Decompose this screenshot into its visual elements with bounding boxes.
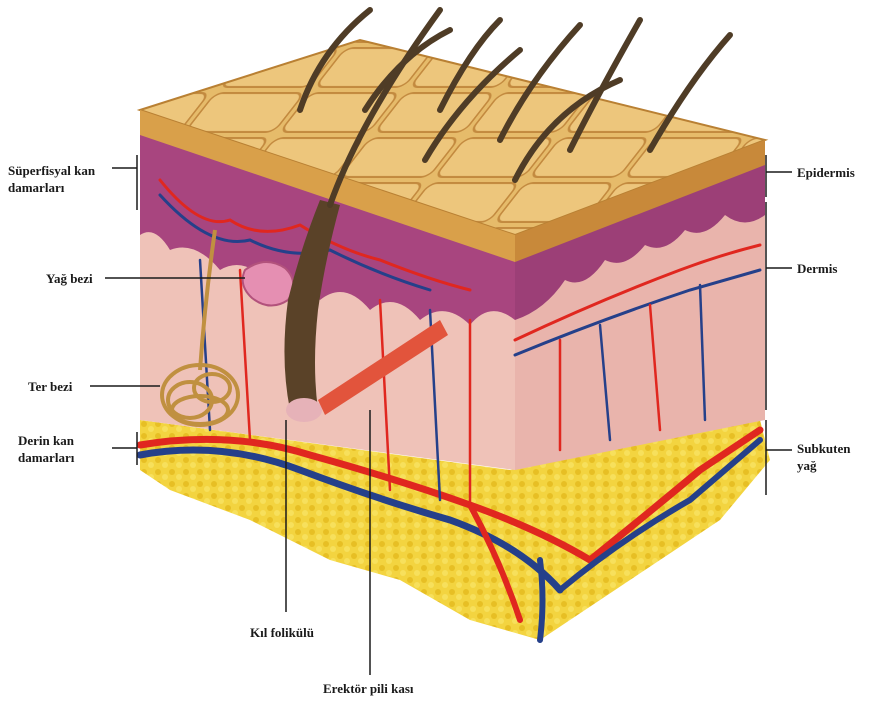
label-deep-vessels: Derin kan damarları [18,432,74,466]
label-sweat-gland: Ter bezi [28,378,72,395]
label-arrector-pili: Erektör pili kası [323,680,414,697]
label-superficial-vessels: Süperfisyal kan damarları [8,162,95,196]
label-dermis: Dermis [797,260,837,277]
label-subcutaneous-fat: Subkuten yağ [797,440,850,474]
label-hair-follicle: Kıl folikülü [250,624,314,641]
label-sebaceous-gland: Yağ bezi [46,270,93,287]
hair-bulb [286,398,322,422]
label-epidermis: Epidermis [797,164,855,181]
